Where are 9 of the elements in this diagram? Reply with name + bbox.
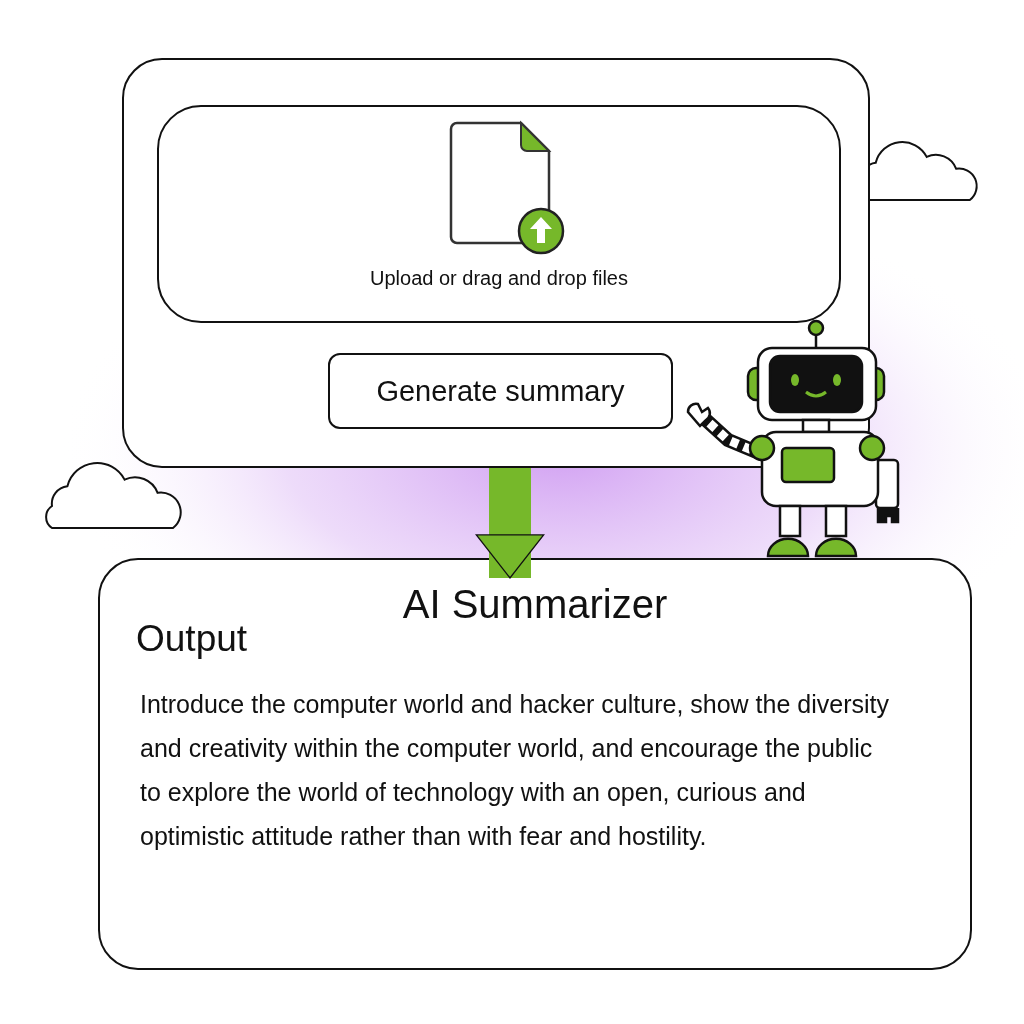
generate-button: Generate summary [328,353,673,429]
box-panel [122,58,870,468]
upload-area [157,105,841,323]
arrow [475,468,545,579]
panel-title: AI Summarizer [401,582,669,627]
section-heading: Output [136,618,248,660]
upload-instruction: Upload or drag and drop files [369,267,629,290]
output-panel [98,558,972,970]
summary-paragraph: Introduce the computer world and hacker culture, show the diversity and creativity within the computer world, and encourage the public to explore the world of technology with an open, curious and optimistic attitude rather than with fear and hostility. [140,689,890,852]
